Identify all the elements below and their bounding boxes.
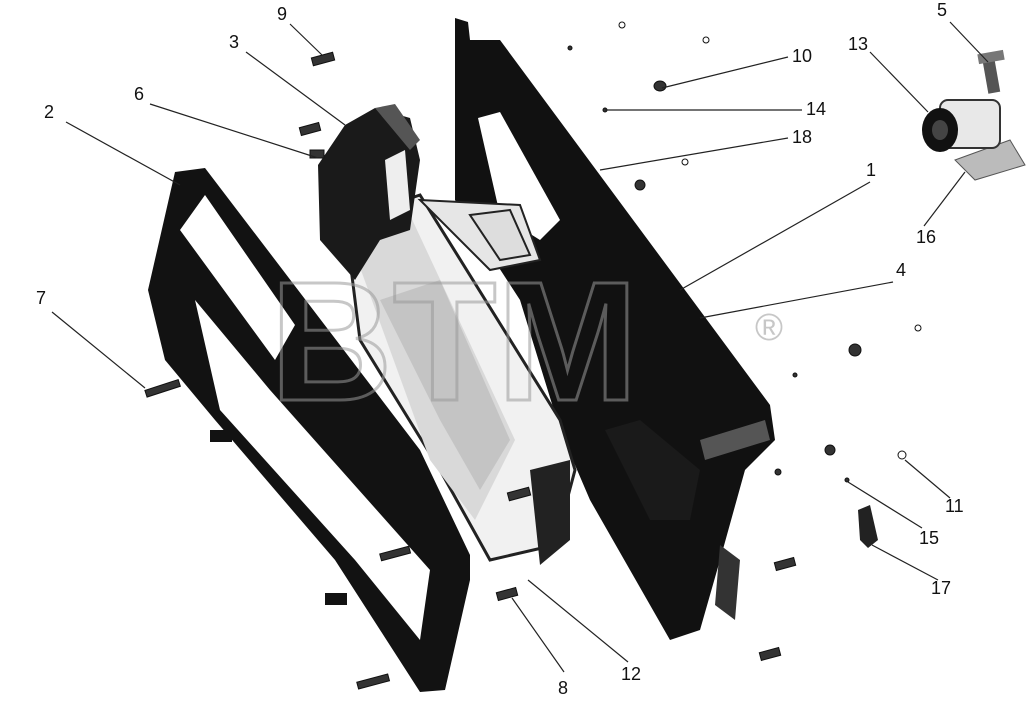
- watermark: BTM ®: [269, 246, 784, 439]
- callout-13: 13: [848, 34, 868, 54]
- callout-16: 16: [916, 227, 936, 247]
- bolt-5: [981, 54, 1001, 94]
- pin-15: [844, 477, 850, 483]
- callout-10: 10: [792, 46, 812, 66]
- callout-9: 9: [277, 4, 287, 24]
- callout-8: 8: [558, 678, 568, 698]
- bolt-upper: [298, 121, 322, 137]
- washer-d: [914, 324, 922, 332]
- leader-line-18: [599, 137, 789, 171]
- nut-10: [653, 80, 667, 92]
- callout-5: 5: [937, 0, 947, 20]
- callout-14: 14: [806, 99, 826, 119]
- leader-line-1: [679, 181, 871, 291]
- pin-c: [774, 468, 782, 476]
- bolt-8: [495, 586, 519, 602]
- pin-b: [567, 45, 573, 51]
- callout-3: 3: [229, 32, 239, 52]
- washer-11: [897, 450, 907, 460]
- nut-18: [634, 179, 646, 191]
- leader-line-9: [289, 23, 323, 56]
- watermark-registered-mark: ®: [755, 307, 783, 349]
- bolt-right: [773, 556, 797, 572]
- watermark-text: BTM: [270, 247, 638, 437]
- fasteners: [144, 21, 922, 690]
- nut-right: [848, 343, 862, 357]
- leader-line-11: [904, 459, 951, 499]
- callout-11: 11: [945, 496, 964, 516]
- bolt-bottom-right: [758, 646, 782, 662]
- leader-line-12: [527, 579, 629, 663]
- callout-18: 18: [792, 127, 812, 147]
- leader-line-15: [847, 481, 923, 529]
- callout-12: 12: [621, 664, 641, 684]
- leader-line-2: [65, 121, 181, 186]
- bolt-bottom: [356, 673, 391, 690]
- washer-b: [702, 36, 710, 44]
- bushing-assembly: [922, 49, 1026, 181]
- leader-line-7: [51, 311, 146, 389]
- washer-c: [681, 158, 689, 166]
- callout-17: 17: [931, 578, 951, 598]
- clip-17: [858, 505, 878, 548]
- leader-line-3: [245, 51, 346, 126]
- callout-7: 7: [36, 288, 46, 308]
- callout-2: 2: [44, 102, 54, 122]
- leader-line-17: [871, 544, 939, 581]
- leader-line-6: [149, 103, 319, 159]
- leader-line-8: [511, 597, 565, 673]
- callout-15: 15: [919, 528, 939, 548]
- callout-1: 1: [866, 160, 876, 180]
- callout-6: 6: [134, 84, 144, 104]
- leader-line-5: [949, 21, 989, 63]
- pin-a: [792, 372, 798, 378]
- leader-line-13: [869, 51, 929, 113]
- bolt-mid: [506, 486, 532, 502]
- front-frame: [148, 168, 470, 692]
- bolt-lower-left: [379, 545, 412, 562]
- leader-line-4: [699, 281, 894, 319]
- callout-labels: 1 2 3 4 5 6 7 8 9 10 11 12 13 14 15 16 1…: [36, 0, 964, 698]
- bolt-7: [144, 378, 181, 398]
- housing-panel: [455, 18, 775, 640]
- leader-lines: [51, 21, 989, 673]
- callout-4: 4: [896, 260, 906, 280]
- leader-line-10: [661, 56, 789, 89]
- leader-line-16: [923, 171, 966, 227]
- washer-a: [618, 21, 626, 29]
- bolt-9: [310, 51, 336, 67]
- nut-lower-right: [824, 444, 836, 456]
- bolt-6: [309, 149, 325, 159]
- top-bracket: [318, 104, 532, 280]
